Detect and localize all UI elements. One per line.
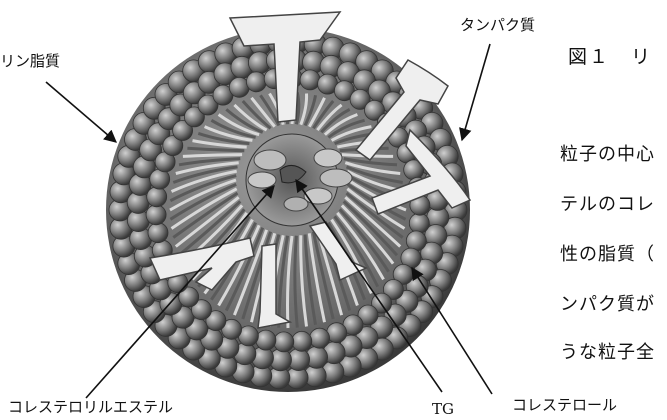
lipoprotein-particle xyxy=(106,12,470,392)
label-cholesteryl-ester: コレステロリルエステル xyxy=(8,400,173,415)
label-protein: タンパク質 xyxy=(460,18,535,33)
paragraph-line: 性の脂質（ xyxy=(560,240,655,266)
paragraph-line: うな粒子全 xyxy=(560,338,655,364)
paragraph-line: テルのコレ xyxy=(560,190,655,216)
paragraph-line: ンパク質が xyxy=(560,290,655,316)
figure-title: 図１ リ xyxy=(568,42,652,69)
paragraph-line: 粒子の中心 xyxy=(560,140,655,166)
label-cholesterol: コレステロール xyxy=(512,398,617,413)
label-phospholipid: リン脂質 xyxy=(0,54,60,69)
label-tg: TG xyxy=(432,402,454,417)
